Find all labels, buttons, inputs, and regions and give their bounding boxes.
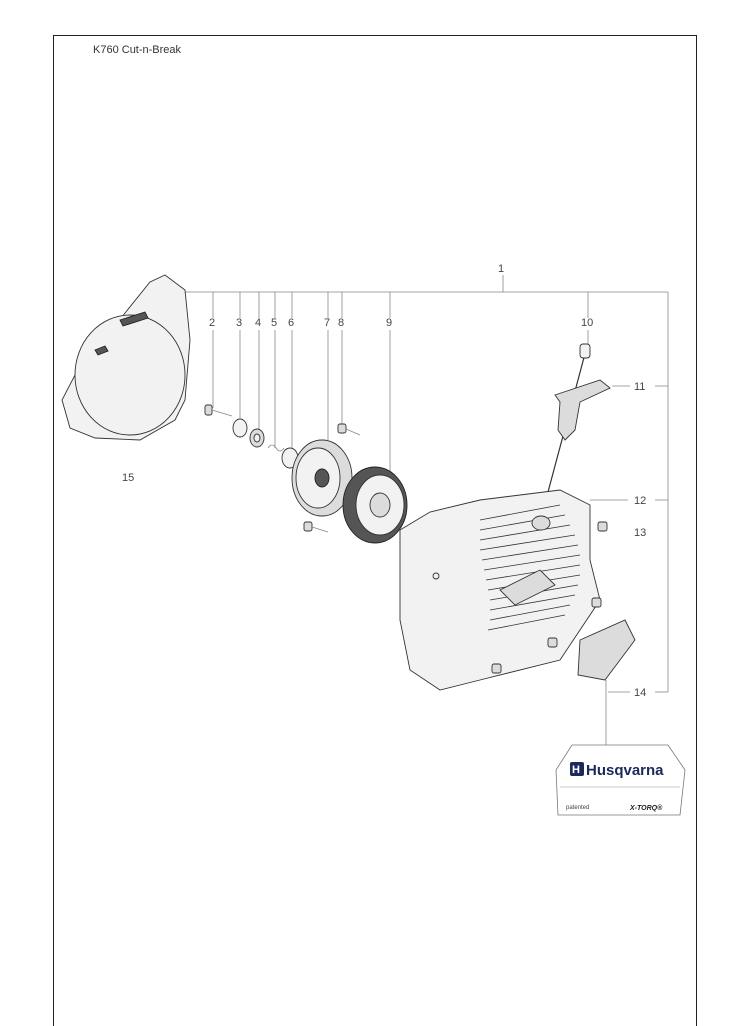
decal-left-text: patented: [566, 805, 589, 811]
handle-part-11: [554, 379, 611, 441]
label-6: 6: [288, 317, 294, 329]
screws-part-13: [491, 521, 608, 674]
spring-housing-part-9: [342, 466, 408, 544]
label-5: 5: [271, 317, 277, 329]
label-9: 9: [386, 317, 392, 329]
brand-name: Husqvarna: [586, 762, 664, 779]
decal-part-14: [577, 619, 636, 681]
decal-right-text: X-TORQ®: [629, 804, 663, 812]
label-12: 12: [634, 495, 646, 507]
bushing-part-4: [249, 428, 265, 448]
pulley-part-7: [291, 439, 353, 517]
label-11: 11: [634, 381, 645, 393]
label-4: 4: [255, 317, 261, 329]
page-title: K760 Cut-n-Break: [93, 44, 182, 56]
label-8: 8: [338, 317, 344, 329]
fan-cover-part-15: [61, 274, 191, 441]
page-frame: [53, 35, 697, 1026]
label-7: 7: [324, 317, 330, 329]
label-15: 15: [122, 472, 134, 484]
label-3: 3: [236, 317, 242, 329]
starter-housing-part-12: [399, 489, 601, 691]
svg-text:H: H: [572, 764, 580, 776]
screw-part-2: [204, 404, 233, 417]
label-1: 1: [498, 263, 504, 275]
screw-part-8: [303, 423, 361, 533]
label-14: 14: [634, 687, 646, 699]
leader-lines: [180, 275, 669, 745]
washer-part-3: [232, 418, 248, 438]
label-13: 13: [634, 527, 646, 539]
label-10: 10: [581, 317, 593, 329]
label-2: 2: [209, 317, 215, 329]
spring-part-5: [267, 444, 285, 452]
part-labels: 1 2 3 4 5 6 7 8 9 10 11 12 13 14 15: [122, 263, 646, 699]
brand-logo: H Husqvarna: [570, 762, 664, 779]
brand-decal: H Husqvarna patented X-TORQ®: [555, 744, 686, 816]
